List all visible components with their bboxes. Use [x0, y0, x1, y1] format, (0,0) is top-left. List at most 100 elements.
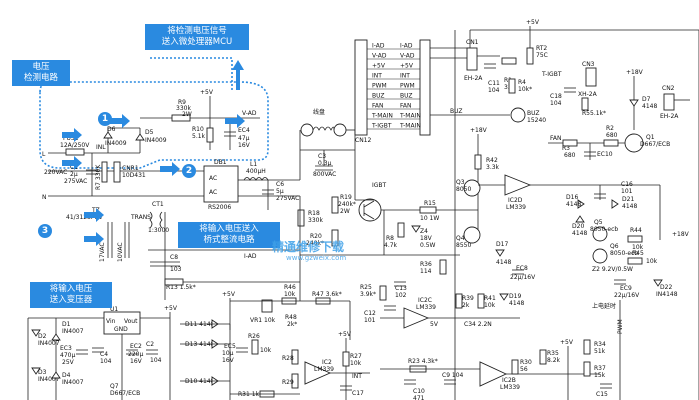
- plus5v-f: +5V: [560, 339, 574, 346]
- d2-value: IN4007: [38, 340, 60, 347]
- d5-value: IN4009: [145, 137, 167, 144]
- r37-label: R37: [594, 365, 606, 372]
- cn12-pin-label-right: V-AD: [400, 53, 415, 60]
- r4-value: 10k*: [518, 86, 532, 93]
- marker-2: 2: [182, 164, 196, 178]
- ec9-value: 22μ/16V: [614, 292, 640, 299]
- c13-label: C13: [395, 285, 407, 292]
- q3-value: 8050: [456, 186, 471, 193]
- d5-label: D5: [145, 129, 154, 136]
- plus18v-a: +18V: [626, 69, 644, 76]
- ac-label-1: AC: [209, 175, 217, 182]
- d22-value: IN4148: [656, 291, 678, 298]
- callout-leader-2: [150, 57, 233, 92]
- cn12-pin-label-right: FAN: [400, 103, 412, 110]
- c18-label: C18: [550, 93, 562, 100]
- c6-value: 5μ: [276, 188, 284, 195]
- vad-label: V-AD: [242, 110, 257, 117]
- cn12-label: CN12: [355, 137, 371, 144]
- r25-label: R25: [360, 284, 372, 291]
- r9-label: R9: [178, 99, 186, 106]
- r30-value: 56: [520, 366, 528, 373]
- q4-value: 8550: [456, 242, 471, 249]
- r34-label: R34: [594, 341, 606, 348]
- r23-label: R23 4.3k*: [408, 358, 438, 365]
- gnd-label: GND: [114, 326, 128, 333]
- cn2-value: EH-2A: [660, 113, 679, 120]
- r36-value: 114: [420, 268, 432, 275]
- c1-label: C1: [70, 164, 78, 171]
- d4-value: IN4007: [62, 379, 84, 386]
- cn12-pin-label-left: PWM: [372, 83, 387, 90]
- v5-label: 5V: [430, 321, 439, 328]
- ic2b-label: IC2B: [502, 377, 516, 384]
- transformer-section: TZ 41/3123I4W TRANS 17VAC 10VAC CT1 1:30…: [66, 201, 300, 300]
- cn12-pin-label-right: T-MAIN: [399, 123, 421, 130]
- ec3-label: EC3: [60, 345, 72, 352]
- d3-value: IN4007: [38, 376, 60, 383]
- r36-label: R36: [420, 261, 432, 268]
- fuse-symbol: [65, 148, 85, 156]
- cn2-label: CN2: [662, 85, 675, 92]
- marker-3: 3: [38, 224, 52, 238]
- ec3-rating: 25V: [62, 359, 75, 366]
- r1-label: R1: [504, 77, 512, 84]
- cn12-pin-label-left: I-AD: [372, 43, 385, 50]
- r45-label: R45: [632, 250, 644, 257]
- c8-label: C8: [170, 254, 178, 261]
- ic2-part: LM339: [314, 366, 334, 373]
- c15-label: C15: [596, 391, 608, 398]
- r30-label: R30: [520, 359, 532, 366]
- r4-label: R4: [518, 79, 526, 86]
- ec2-label: EC2: [130, 343, 142, 350]
- r39-label: R39: [462, 295, 474, 302]
- rt2-label: RT2: [536, 45, 547, 52]
- d20-value: 4148: [572, 230, 587, 237]
- int-label: INT: [352, 373, 362, 380]
- plus18v-c: +18V: [672, 231, 690, 238]
- fuse-label: FUSE: [63, 135, 79, 142]
- rt2-value: 75C: [536, 52, 548, 59]
- cnr1-label: CNR1: [122, 165, 139, 172]
- c18-value: 104: [550, 100, 562, 107]
- u1-label: U1: [110, 306, 118, 313]
- q1-label: Q1: [646, 134, 655, 141]
- r10-label: R10: [192, 126, 204, 133]
- line-label: L: [42, 151, 46, 158]
- c17-label: C17: [352, 390, 364, 397]
- c16-label: C16: [621, 181, 633, 188]
- cn3-label: CN3: [582, 61, 595, 68]
- r47-label: R47 3.6k*: [312, 291, 342, 298]
- r41-label: R41: [484, 295, 496, 302]
- r7-label: R7 330K: [95, 164, 102, 190]
- cn1-label: CN1: [466, 39, 479, 46]
- r2-value: 680: [606, 132, 618, 139]
- vac-label: 220VAC: [44, 169, 67, 176]
- neutral-label: N: [42, 194, 47, 201]
- r35-label: R35: [547, 350, 559, 357]
- q7-label: Q7: [110, 383, 119, 390]
- callout-to-transformer: 将输入电压 送入变压器: [30, 282, 112, 308]
- ec4-label: EC4: [238, 127, 250, 134]
- tz-value: 41/3123I4W: [66, 214, 103, 221]
- r46-value: 10k: [284, 291, 296, 298]
- r42-value: 3.3k: [486, 164, 500, 171]
- fan-label: FAN: [550, 135, 562, 142]
- resonant-section: 线盘 C3 0.3μ 800VAC R19 240k* 2W R18 330k …: [297, 108, 460, 256]
- r15-label: R15: [424, 200, 436, 207]
- cn12-pin-label-left: +5V: [372, 63, 386, 70]
- cn12-pin-label-right: PWM: [400, 83, 415, 90]
- buz1-value: 15240: [527, 117, 546, 124]
- db1-bridge: [203, 165, 239, 203]
- ic2-label: IC2: [322, 359, 332, 366]
- ec8-label: EC8: [516, 265, 528, 272]
- c9-label: C9 104: [442, 372, 464, 379]
- callout-voltage-detection: 电压 检测电路: [12, 60, 70, 86]
- z4-value: 18V: [420, 235, 433, 242]
- v10-label: 10VAC: [117, 242, 124, 262]
- cn12-pin-label-right: I-AD: [400, 43, 413, 50]
- ic2b-part: LM339: [500, 384, 520, 391]
- d19-value: 4148: [509, 300, 524, 307]
- tz-label: TZ: [91, 207, 100, 214]
